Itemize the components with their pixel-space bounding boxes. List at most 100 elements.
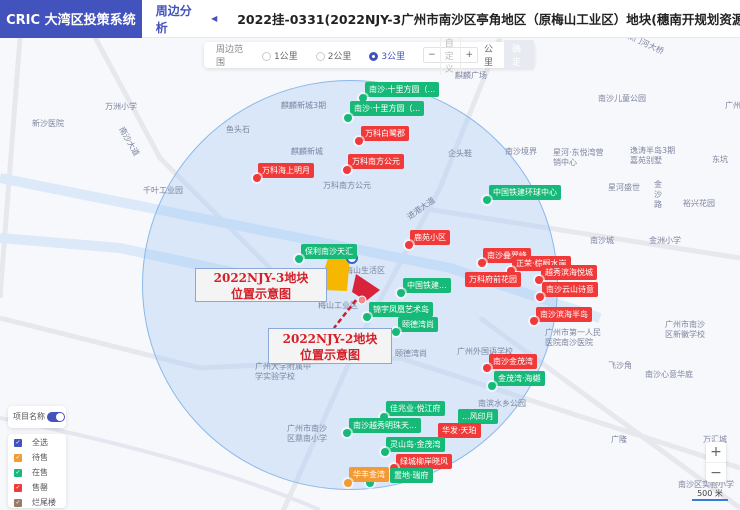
project-name-toggle[interactable] — [47, 411, 65, 422]
range-option-2km[interactable]: 2公里 — [315, 49, 352, 62]
increment-button[interactable]: + — [465, 50, 474, 60]
marker-dot[interactable] — [344, 479, 352, 487]
project-marker[interactable]: 南沙越秀明珠天... — [349, 418, 421, 433]
marker-dot[interactable] — [535, 276, 543, 284]
project-marker[interactable]: 灵山岛·金茂湾 — [386, 437, 445, 452]
project-marker[interactable]: 中国铁建环球中心 — [489, 185, 561, 200]
app-logo[interactable]: CRIC 大湾区投策系统 — [0, 0, 142, 38]
zoom-in-button[interactable]: + — [710, 444, 722, 460]
marker-dot[interactable] — [253, 174, 261, 182]
project-marker[interactable]: 保利南沙天汇 — [301, 244, 357, 259]
project-marker[interactable]: 南沙云山诗意 — [542, 282, 598, 297]
marker-dot[interactable] — [295, 255, 303, 263]
project-marker[interactable]: 鹿苑小区 — [410, 230, 450, 245]
marker-dot[interactable] — [355, 137, 363, 145]
page-title: 2022挂-0331(2022NJY-3广州市南沙区亭角地区（原梅山工业区）地块… — [237, 12, 740, 27]
project-marker[interactable]: 锦宇凤凰艺术岛 — [369, 302, 433, 317]
decrement-button[interactable]: − — [428, 50, 436, 60]
project-marker[interactable]: 南沙滨海半岛 — [536, 307, 592, 322]
marker-dot[interactable] — [343, 429, 351, 437]
map-label: 东坑 — [712, 155, 728, 164]
marker-dot[interactable] — [397, 289, 405, 297]
checkbox-icon[interactable]: ✓ — [14, 453, 22, 462]
project-marker[interactable]: 万科府前花园 — [465, 272, 521, 287]
legend-label: 待售 — [32, 453, 48, 462]
marker-dot[interactable] — [488, 382, 496, 390]
legend-label: 全选 — [32, 438, 48, 447]
project-marker[interactable]: 中国铁建... — [403, 278, 451, 293]
marker-dot[interactable] — [405, 241, 413, 249]
marker-dot[interactable] — [483, 364, 491, 372]
marker-dot[interactable] — [363, 313, 371, 321]
marker-dot[interactable] — [530, 317, 538, 325]
project-marker[interactable]: 万科海上明月 — [258, 163, 314, 178]
marker-dot[interactable] — [483, 196, 491, 204]
option-label: 2公里 — [327, 51, 352, 62]
marker-dot[interactable] — [507, 267, 515, 275]
project-marker[interactable]: 南沙金茂湾 — [489, 354, 537, 369]
map-label: 新沙医院 — [32, 119, 64, 128]
zoom-out-button[interactable]: − — [706, 462, 726, 482]
option-label: 1公里 — [273, 51, 298, 62]
project-marker[interactable]: 绿城柳岸晓风 — [396, 454, 452, 469]
map-label: 麒麟新城 — [291, 147, 323, 156]
map-canvas[interactable]: 万洲小学 新沙医院 南沙大道 千叶工业园 鱼头石 麒麟新城3期 麒麟新城 万科南… — [0, 38, 740, 510]
map-label: 南沙心意华庭 — [645, 370, 693, 379]
map-label: 广州 — [725, 101, 740, 110]
project-marker[interactable]: 越秀滨海悦城 — [541, 265, 597, 280]
nav-surrounding-analysis[interactable]: 周边分析 — [155, 3, 192, 35]
marker-dot[interactable] — [344, 114, 352, 122]
project-marker[interactable]: 华丰金湾 — [349, 467, 389, 482]
project-marker[interactable]: 万科白鹭郡 — [361, 126, 409, 141]
confirm-button[interactable]: 确定 — [504, 40, 534, 70]
project-marker[interactable]: 佳兆业·悦江府 — [386, 401, 445, 416]
map-label: 南沙境界 — [505, 147, 537, 156]
top-header: CRIC 大湾区投策系统 周边分析 ◀ 2022挂-0331(2022NJY-3… — [0, 0, 740, 38]
map-label: 广州市第一人民医院南沙医院 — [545, 328, 601, 347]
project-marker[interactable]: 南沙·十里方圆（... — [365, 82, 440, 97]
marker-dot[interactable] — [392, 328, 400, 336]
custom-range-stepper[interactable]: − 自定义 + — [423, 35, 479, 75]
range-option-1km[interactable]: 1公里 — [261, 49, 298, 62]
checkbox-icon[interactable]: ✓ — [14, 438, 22, 447]
map-label: 金洲小学 — [649, 236, 681, 245]
project-marker[interactable]: ...风印月 — [458, 409, 498, 424]
status-legend: ✓ 全选 ✓ 待售 ✓在售 ✓售罄 ✓烂尾楼 — [8, 434, 66, 508]
callout-title: 2022NJY-2地块 — [282, 332, 378, 346]
marker-dot[interactable] — [359, 94, 367, 102]
project-marker[interactable]: 南沙·十里方圆（... — [350, 101, 425, 116]
marker-dot[interactable] — [366, 479, 374, 487]
map-label: 万汇城 — [703, 435, 727, 444]
checkbox-icon[interactable]: ✓ — [14, 483, 22, 492]
scale-bar: 500 米 — [692, 488, 728, 501]
zoom-control: + − — [706, 442, 726, 482]
range-option-3km[interactable]: 3公里 — [369, 49, 405, 62]
checkbox-icon[interactable]: ✓ — [14, 468, 22, 477]
radio-icon[interactable] — [261, 51, 271, 61]
collapse-arrow-icon[interactable]: ◀ — [211, 14, 218, 23]
custom-range-input[interactable]: 自定义 — [439, 35, 462, 75]
checkbox-icon[interactable]: ✓ — [14, 498, 22, 507]
marker-dot[interactable] — [478, 259, 486, 267]
legend-item-sold-out[interactable]: ✓售罄 — [8, 480, 66, 495]
map-label: 南沙儿童公园 — [598, 94, 646, 103]
project-marker[interactable]: 万科南方公元 — [348, 154, 404, 169]
marker-dot[interactable] — [381, 448, 389, 456]
marker-dot[interactable] — [536, 293, 544, 301]
radio-icon[interactable] — [315, 51, 325, 61]
project-marker[interactable]: 置地·瑞府 — [390, 468, 433, 483]
project-marker[interactable]: 金茂湾·海樾 — [494, 371, 545, 386]
radio-icon[interactable] — [369, 51, 379, 61]
project-marker[interactable]: 华发·天珀 — [438, 423, 481, 438]
legend-item-pending[interactable]: ✓ 待售 — [8, 450, 66, 465]
legend-item-on-sale[interactable]: ✓在售 — [8, 465, 66, 480]
legend-item-all[interactable]: ✓ 全选 — [8, 435, 66, 450]
marker-dot[interactable] — [343, 166, 351, 174]
map-label: 广州大学附属中学实验学校 — [255, 362, 311, 381]
unit-label: 公里 — [484, 45, 494, 68]
map-label: 万科南方公元 — [323, 181, 371, 190]
legend-item-unfinished[interactable]: ✓烂尾楼 — [8, 495, 66, 510]
project-marker[interactable]: 颐德湾尚 — [398, 317, 438, 332]
marker-dot[interactable] — [380, 413, 388, 421]
callout-title: 2022NJY-3地块 — [213, 271, 309, 285]
